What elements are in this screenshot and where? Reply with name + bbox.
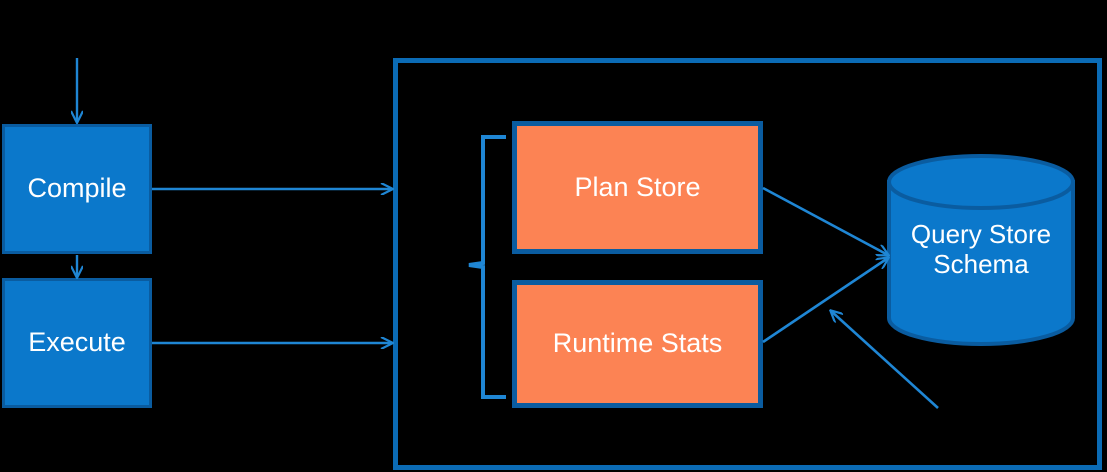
memory-group-bracket	[468, 135, 506, 399]
execute-box[interactable]	[2, 278, 152, 408]
arrow-plan-store-to-schema	[762, 186, 888, 255]
query-store-schema-cylinder[interactable]	[887, 154, 1075, 346]
arrow-runtime-stats-to-schema	[762, 258, 888, 344]
query-store-container	[393, 58, 1102, 470]
compile-box[interactable]	[2, 124, 152, 254]
runtime-stats-box[interactable]	[512, 280, 763, 408]
plan-store-box[interactable]	[512, 121, 763, 254]
arrow-external-to-schema	[831, 311, 939, 409]
